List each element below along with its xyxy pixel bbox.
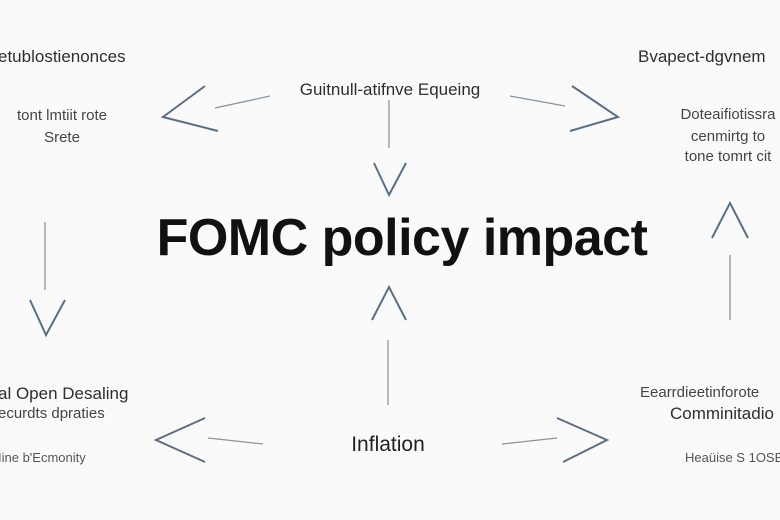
bottom-center-heading: Inflation [351,433,425,456]
bottom-left-sub: Iine b'Ecmonity [0,450,86,465]
top-left-heading: etublostienonces [0,47,126,66]
connector-line [509,95,566,107]
chevron-down-icon [373,162,407,198]
top-right-line: tone tomrt cit [684,148,772,165]
chevron-up-icon [371,284,407,321]
top-left-line: Srete [44,129,80,146]
connector-line [207,437,264,445]
chevron-right-icon [556,417,610,463]
diagram-title: FOMC policy impact [156,209,648,267]
chevron-left-icon [160,85,219,132]
bottom-left-line: ecurdts dpraties [0,405,105,422]
connector-line [214,95,271,109]
bottom-right-line: Eearrdieetinforote [640,384,760,401]
top-right-heading: Bvapect-dgvnem [638,47,766,66]
chevron-right-icon [569,85,621,132]
top-center-heading: Guitnull-atifnve Equeing [299,80,481,99]
chevron-down-icon [29,299,66,338]
bottom-right-line: Comminitadio [670,404,774,423]
chevron-left-icon [153,417,206,463]
top-right-line: Doteaifiotissra [680,106,776,123]
bottom-right-sub: Heaüise S 1OSE [685,450,780,465]
chevron-up-icon [711,200,749,239]
top-left-line: tont lmtiit rote [16,107,108,124]
connector-line [501,437,558,445]
top-right-line: cenmirtg to [690,128,766,145]
bottom-left-line: al Open Desaling [0,384,129,403]
